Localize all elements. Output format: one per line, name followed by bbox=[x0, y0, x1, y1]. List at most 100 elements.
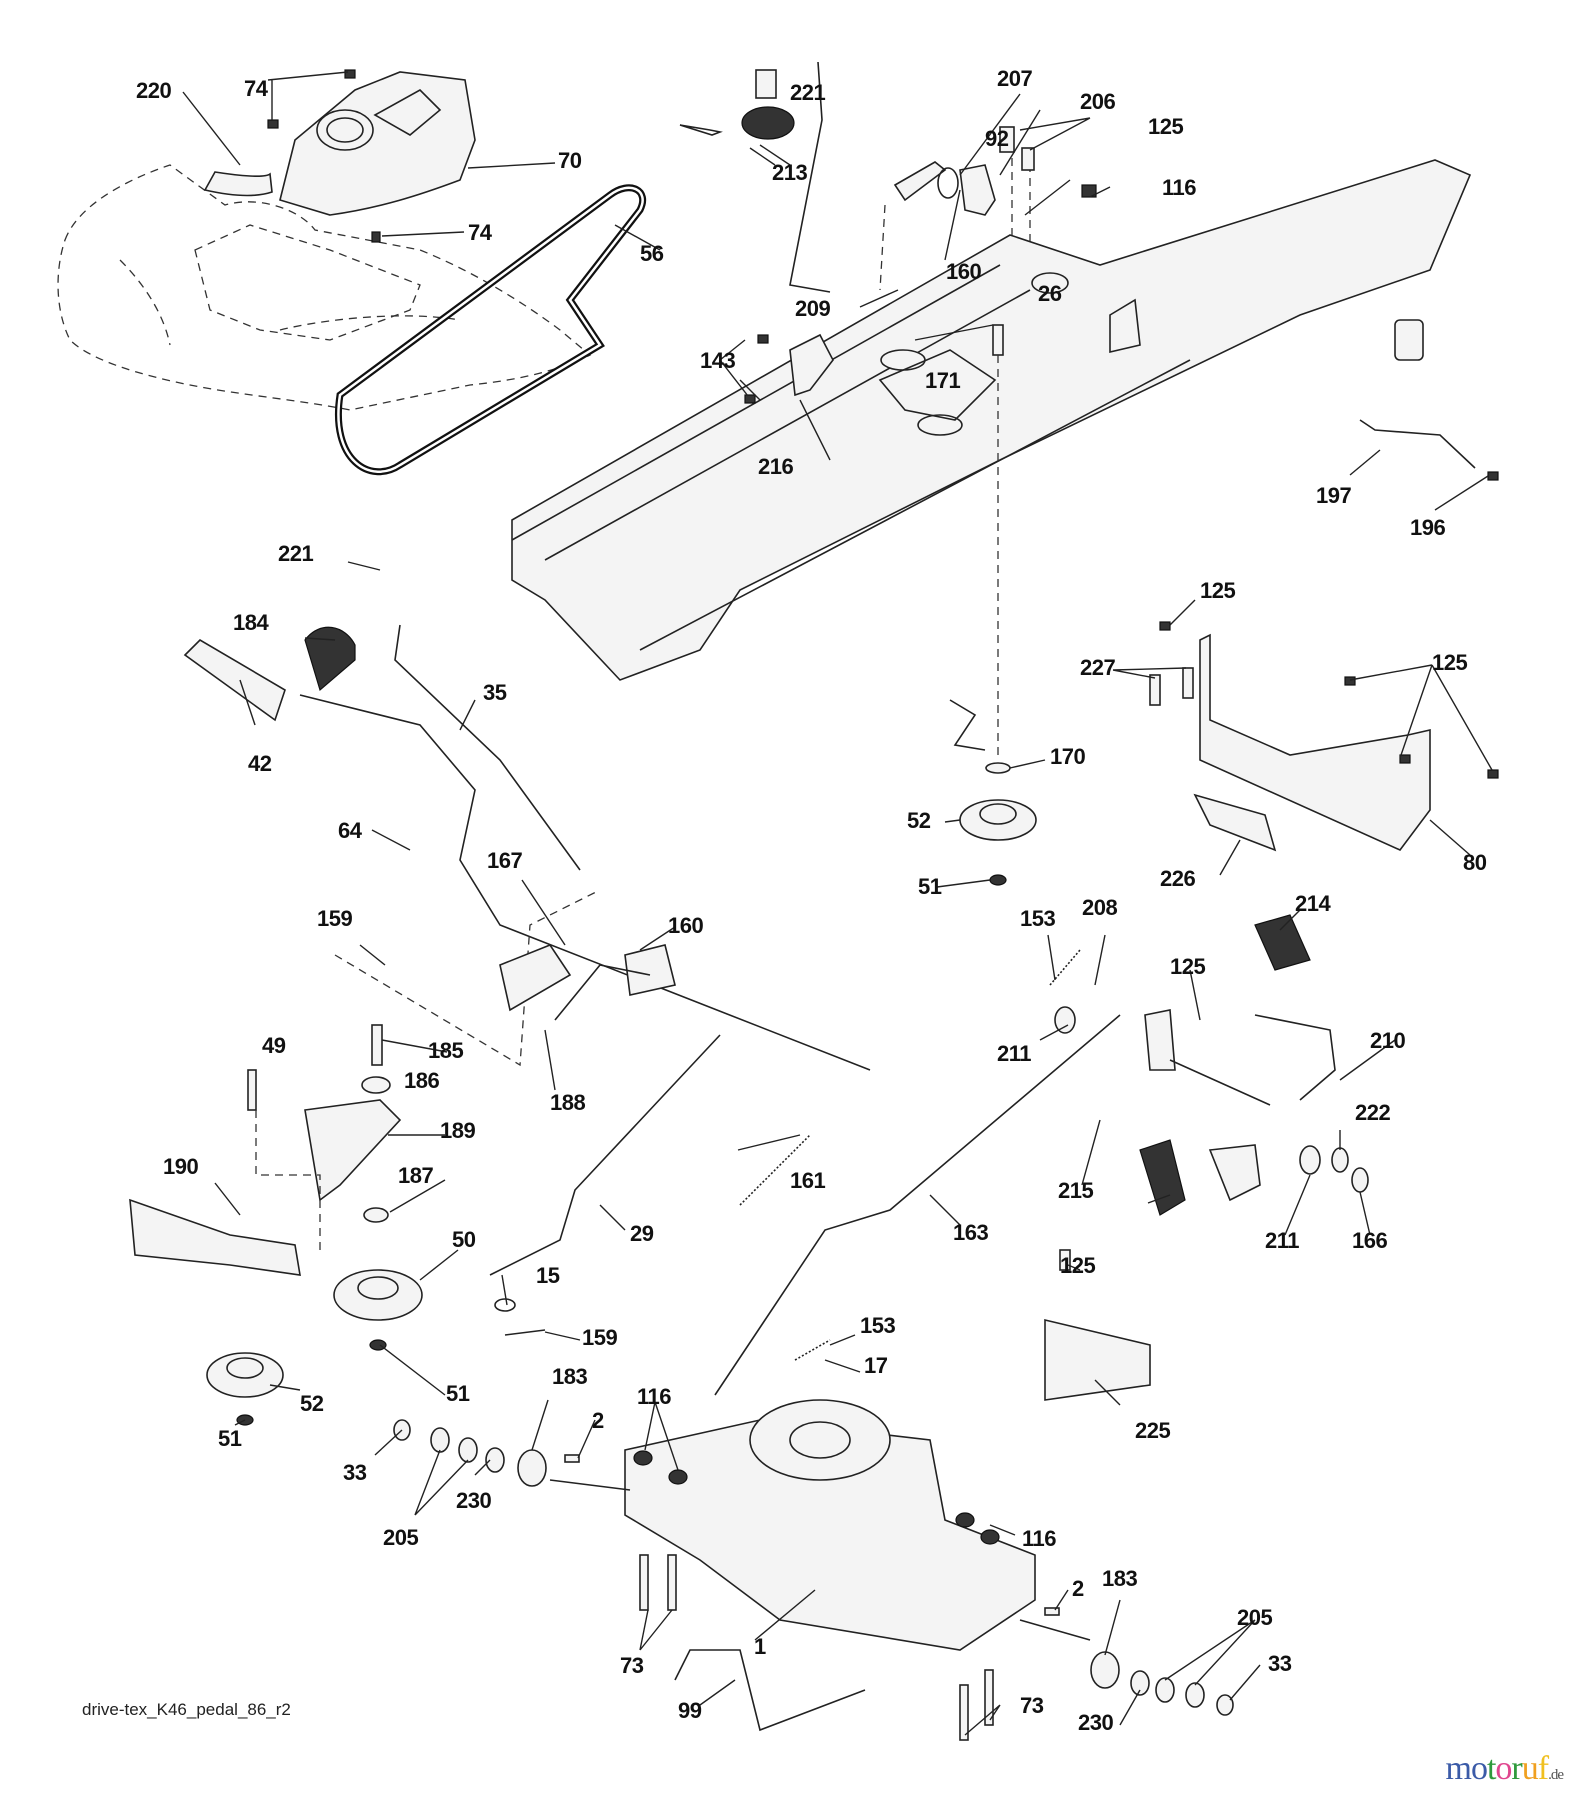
steering-handle-parts bbox=[183, 624, 871, 1071]
part-label[interactable]: 210 bbox=[1370, 1028, 1406, 1053]
part-label[interactable]: 187 bbox=[398, 1163, 434, 1188]
logo-letter: o bbox=[1495, 1750, 1512, 1787]
bracket-parts bbox=[879, 126, 1097, 420]
part-label[interactable]: 125 bbox=[1060, 1253, 1096, 1278]
idler-pulley-parts bbox=[949, 324, 1037, 886]
part-label[interactable]: 225 bbox=[1135, 1418, 1171, 1443]
part-label[interactable]: 215 bbox=[1058, 1178, 1094, 1203]
part-label[interactable]: 185 bbox=[428, 1038, 464, 1063]
logo-letter: o bbox=[1470, 1750, 1488, 1787]
part-label[interactable]: 125 bbox=[1432, 650, 1468, 675]
part-label[interactable]: 125 bbox=[1170, 954, 1206, 979]
drive-rod-parts bbox=[489, 1034, 811, 1336]
part-label[interactable]: 52 bbox=[907, 808, 931, 833]
part-label[interactable]: 33 bbox=[343, 1460, 367, 1485]
part-label[interactable]: 15 bbox=[536, 1263, 560, 1288]
part-label[interactable]: 159 bbox=[582, 1325, 618, 1350]
linkage-parts bbox=[334, 889, 676, 1067]
part-label[interactable]: 17 bbox=[864, 1353, 888, 1378]
part-label[interactable]: 196 bbox=[1410, 515, 1446, 540]
part-label[interactable]: 125 bbox=[1148, 114, 1184, 139]
part-label[interactable]: 56 bbox=[640, 241, 664, 266]
part-label[interactable]: 216 bbox=[758, 454, 794, 479]
part-label[interactable]: 171 bbox=[925, 368, 961, 393]
part-label[interactable]: 221 bbox=[790, 80, 826, 105]
part-label[interactable]: 208 bbox=[1082, 895, 1118, 920]
part-label[interactable]: 116 bbox=[1162, 175, 1197, 200]
part-label[interactable]: 2 bbox=[1072, 1576, 1084, 1601]
part-label[interactable]: 74 bbox=[244, 76, 268, 101]
part-label[interactable]: 160 bbox=[668, 913, 704, 938]
part-label[interactable]: 220 bbox=[136, 78, 172, 103]
part-label[interactable]: 226 bbox=[1160, 866, 1196, 891]
part-label[interactable]: 227 bbox=[1080, 655, 1116, 680]
part-label[interactable]: 116 bbox=[1022, 1526, 1057, 1551]
part-label[interactable]: 153 bbox=[860, 1313, 896, 1338]
part-label[interactable]: 160 bbox=[946, 259, 982, 284]
part-label[interactable]: 205 bbox=[1237, 1605, 1273, 1630]
part-label[interactable]: 184 bbox=[233, 610, 269, 635]
part-label[interactable]: 153 bbox=[1020, 906, 1056, 931]
part-label[interactable]: 221 bbox=[278, 541, 314, 566]
pulley-bracket-parts bbox=[247, 1024, 423, 1351]
part-label[interactable]: 143 bbox=[700, 348, 736, 373]
part-label[interactable]: 211 bbox=[1265, 1228, 1300, 1253]
part-label[interactable]: 206 bbox=[1080, 89, 1116, 114]
part-label[interactable]: 51 bbox=[918, 874, 942, 899]
part-label[interactable]: 73 bbox=[1020, 1693, 1044, 1718]
part-label[interactable]: 170 bbox=[1050, 744, 1086, 769]
logo-letter: m bbox=[1445, 1750, 1472, 1787]
part-label[interactable]: 125 bbox=[1200, 578, 1236, 603]
part-label[interactable]: 167 bbox=[487, 848, 523, 873]
part-label[interactable]: 51 bbox=[446, 1381, 470, 1406]
part-label[interactable]: 188 bbox=[550, 1090, 586, 1115]
part-label[interactable]: 159 bbox=[317, 906, 353, 931]
part-label[interactable]: 1 bbox=[754, 1634, 766, 1659]
part-label[interactable]: 2 bbox=[592, 1408, 604, 1433]
part-label[interactable]: 33 bbox=[1268, 1651, 1292, 1676]
part-label[interactable]: 209 bbox=[795, 296, 831, 321]
part-label[interactable]: 92 bbox=[985, 126, 1009, 151]
part-label[interactable]: 64 bbox=[338, 818, 362, 843]
part-label[interactable]: 222 bbox=[1355, 1100, 1391, 1125]
part-label[interactable]: 190 bbox=[163, 1154, 199, 1179]
part-label[interactable]: 73 bbox=[620, 1653, 644, 1678]
drive-belt-part bbox=[335, 184, 647, 476]
part-label[interactable]: 42 bbox=[248, 751, 272, 776]
part-label[interactable]: 29 bbox=[630, 1221, 654, 1246]
part-label[interactable]: 50 bbox=[452, 1227, 476, 1252]
logo-letter: t bbox=[1486, 1750, 1497, 1787]
part-label[interactable]: 186 bbox=[404, 1068, 440, 1093]
part-label[interactable]: 52 bbox=[300, 1391, 324, 1416]
part-label[interactable]: 166 bbox=[1352, 1228, 1388, 1253]
rod-part bbox=[1359, 419, 1476, 469]
part-label[interactable]: 183 bbox=[1102, 1566, 1138, 1591]
part-label[interactable]: 213 bbox=[772, 160, 808, 185]
part-label[interactable]: 197 bbox=[1316, 483, 1352, 508]
part-label[interactable]: 230 bbox=[456, 1488, 492, 1513]
part-label[interactable]: 99 bbox=[678, 1698, 702, 1723]
part-label[interactable]: 51 bbox=[218, 1426, 242, 1451]
part-label[interactable]: 74 bbox=[468, 220, 492, 245]
part-label[interactable]: 26 bbox=[1038, 281, 1062, 306]
part-label[interactable]: 183 bbox=[552, 1364, 588, 1389]
part-label[interactable]: 70 bbox=[558, 148, 582, 173]
part-label[interactable]: 161 bbox=[790, 1168, 826, 1193]
lift-lever-part bbox=[789, 61, 831, 293]
part-label[interactable]: 189 bbox=[440, 1118, 476, 1143]
part-label[interactable]: 230 bbox=[1078, 1710, 1114, 1735]
seat-fender bbox=[57, 164, 592, 411]
part-label[interactable]: 49 bbox=[262, 1033, 286, 1058]
bypass-rod-part bbox=[674, 1649, 866, 1732]
logo-letter: u bbox=[1521, 1750, 1539, 1787]
part-label[interactable]: 80 bbox=[1463, 850, 1487, 875]
part-label[interactable]: 35 bbox=[483, 680, 507, 705]
part-label[interactable]: 205 bbox=[383, 1525, 419, 1550]
part-label[interactable]: 214 bbox=[1295, 891, 1331, 916]
part-label[interactable]: 116 bbox=[637, 1384, 672, 1409]
cover-plate-part bbox=[1149, 621, 1499, 852]
tractor-frame-part bbox=[511, 159, 1472, 681]
part-label[interactable]: 211 bbox=[997, 1041, 1032, 1066]
part-label[interactable]: 207 bbox=[997, 66, 1033, 91]
part-label[interactable]: 163 bbox=[953, 1220, 989, 1245]
